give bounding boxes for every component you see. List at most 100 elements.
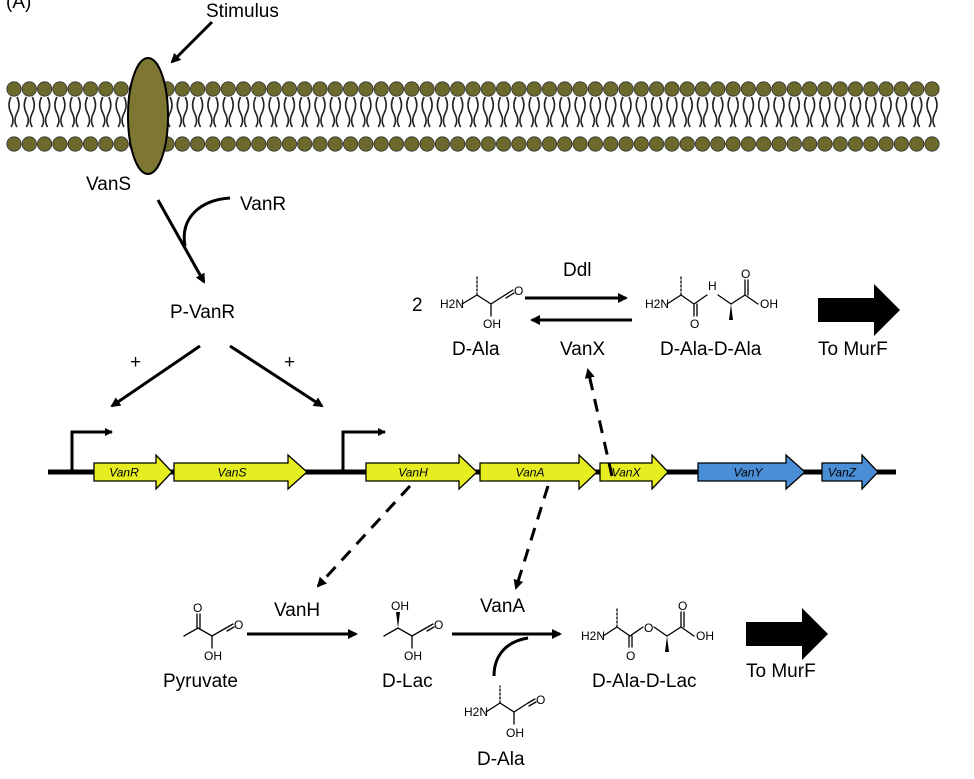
lipid-head-outer — [679, 81, 695, 97]
lipid-head-inner — [450, 136, 466, 152]
lipid-head-outer — [281, 81, 297, 97]
gene-vany: VanY — [697, 453, 806, 491]
lipid-head-inner — [342, 136, 359, 152]
lipid-head-inner — [281, 136, 297, 152]
lipid-head-outer — [98, 81, 114, 97]
lipid-head-inner — [557, 136, 573, 152]
lipid-tail — [283, 96, 296, 128]
lipid-tail — [84, 96, 97, 128]
lipid-head-inner — [740, 136, 757, 152]
lipid-tail — [803, 96, 816, 128]
d-ala-label-bottom: D-Ala — [477, 749, 525, 770]
lipid-tail — [696, 96, 709, 128]
lipid-head-inner — [266, 136, 282, 152]
lipid-head-inner — [190, 136, 206, 152]
lipid-head-outer — [358, 81, 374, 97]
lipid-head-outer — [633, 81, 649, 97]
lipid-tail — [574, 96, 586, 128]
lipid-head-inner — [235, 136, 252, 152]
lipid-head-inner — [909, 136, 925, 152]
lipid-tail — [436, 96, 449, 128]
lipid-head-inner — [98, 136, 114, 152]
lipid-head-outer — [526, 81, 542, 97]
lipid-tail — [268, 96, 280, 128]
lipid-head-inner — [694, 136, 711, 152]
stoich-coefficient: 2 — [412, 295, 423, 316]
gene-label-vanx: VanX — [612, 466, 642, 480]
lipid-head-outer — [541, 81, 558, 97]
lipid-head-inner — [36, 136, 53, 152]
svg-text:OH: OH — [391, 599, 409, 613]
lipid-head-inner — [297, 136, 313, 152]
lipid-head-outer — [786, 81, 802, 97]
svg-text:OH: OH — [696, 629, 714, 643]
d-ala-label-top: D-Ala — [452, 339, 500, 360]
lipid-head-outer — [817, 81, 833, 97]
lipid-head-inner — [220, 136, 236, 152]
vans-protein — [127, 57, 169, 175]
lipid-head-inner — [679, 136, 695, 152]
stimulus-label: Stimulus — [206, 1, 279, 22]
lipid-tail — [742, 96, 755, 128]
lipid-tail — [834, 96, 846, 128]
lipid-head-inner — [924, 136, 940, 152]
d-ala-structure-bottom: H2N O OH — [464, 685, 545, 740]
lipid-head-inner — [52, 136, 68, 152]
lipid-head-inner — [771, 136, 787, 152]
gene-vana: VanA — [479, 453, 598, 491]
lipid-head-outer — [190, 81, 206, 97]
lipid-head-outer — [557, 81, 573, 97]
svg-text:H2N: H2N — [645, 297, 669, 311]
lipid-tail — [482, 96, 495, 128]
svg-text:H2N: H2N — [440, 297, 464, 311]
gene-vanr: VanR — [93, 453, 173, 491]
lipid-tail — [360, 96, 372, 128]
lipid-head-outer — [52, 81, 68, 97]
vana-enzyme-label: VanA — [480, 596, 525, 617]
svg-text:O: O — [434, 618, 443, 632]
lipid-head-outer — [587, 81, 604, 97]
gene-vanx: VanX — [599, 453, 669, 491]
lipid-head-outer — [495, 81, 512, 97]
to-murf-arrow-top — [818, 284, 900, 336]
gene-vans: VanS — [173, 453, 308, 491]
lipid-tail — [926, 96, 938, 128]
d-ala-d-lac-label: D-Ala-D-Lac — [592, 671, 697, 692]
lipid-head-inner — [832, 136, 848, 152]
to-murf-arrow-bottom — [746, 608, 828, 660]
lipid-tail — [298, 96, 311, 128]
lipid-head-outer — [801, 81, 818, 97]
lipid-head-outer — [220, 81, 236, 97]
lipid-head-outer — [434, 81, 450, 97]
lipid-head-outer — [725, 81, 741, 97]
lipid-tail — [329, 96, 342, 128]
lipid-head-inner — [174, 136, 190, 152]
lipid-head-inner — [893, 136, 910, 152]
lipid-head-outer — [572, 81, 588, 97]
lipid-head-inner — [817, 136, 833, 152]
lipid-tail — [620, 96, 632, 128]
lipid-head-inner — [633, 136, 649, 152]
lipid-head-outer — [113, 81, 129, 97]
lipid-tail — [344, 96, 357, 128]
lipid-head-inner — [251, 136, 267, 152]
lipid-head-outer — [603, 81, 619, 97]
lipid-head-inner — [664, 136, 680, 152]
lipid-tail — [497, 96, 510, 128]
lipid-tail — [375, 96, 387, 128]
d-ala-d-lac-structure: H2N O O O OH — [581, 599, 714, 663]
svg-text:OH: OH — [506, 726, 524, 740]
lipid-tail — [176, 96, 189, 128]
lipid-head-outer — [465, 81, 481, 97]
lipid-head-outer — [174, 81, 190, 97]
lipid-tail — [115, 96, 127, 128]
lipid-head-outer — [924, 81, 940, 97]
panel-label: (A) — [6, 0, 31, 13]
vanx-label: VanX — [560, 339, 605, 360]
lipid-head-outer — [235, 81, 252, 97]
lipid-head-inner — [725, 136, 741, 152]
lipid-tail — [513, 96, 525, 128]
lipid-head-outer — [847, 81, 864, 97]
pyruvate-label: Pyruvate — [163, 671, 238, 692]
lipid-tail — [865, 96, 877, 128]
